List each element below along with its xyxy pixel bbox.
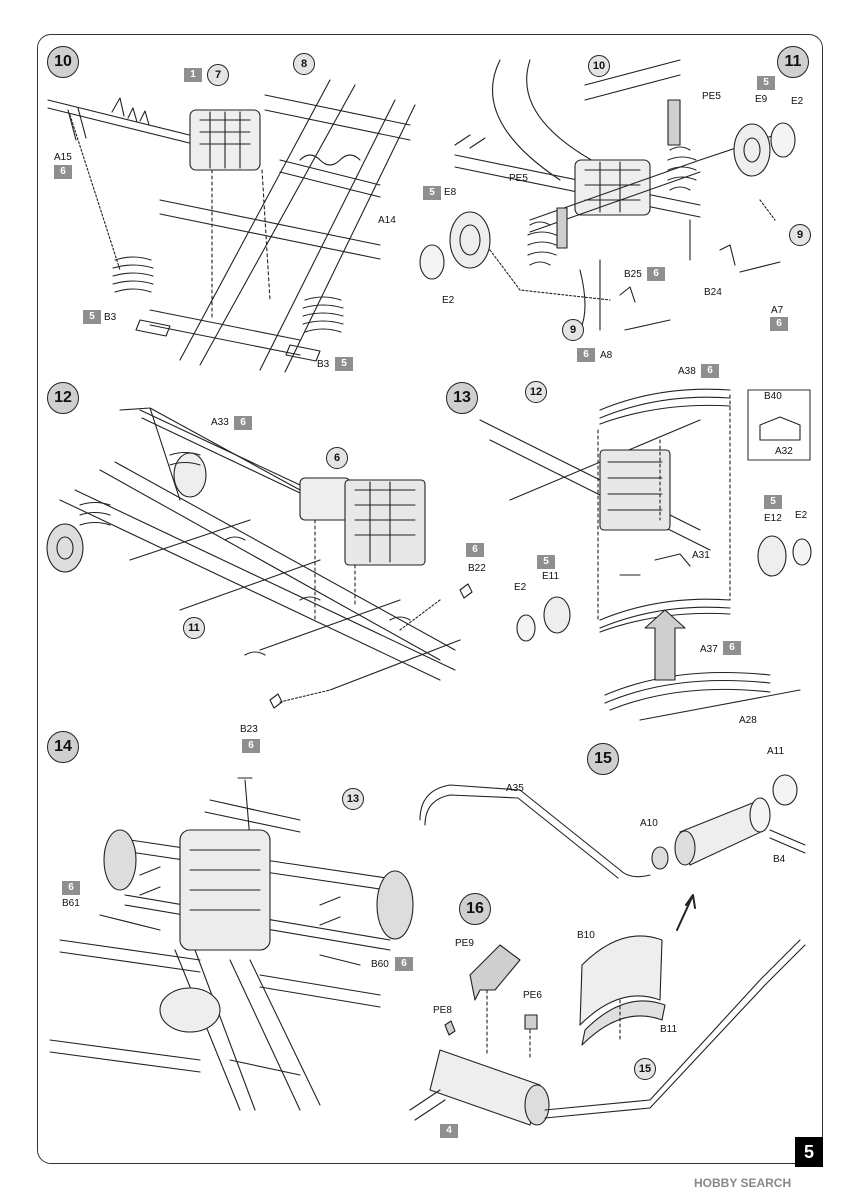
s12-tag-6c: 6	[242, 739, 260, 753]
s11-part-b25: B25	[624, 269, 642, 280]
s11-ref-9a: 9	[789, 224, 811, 246]
s10-part-b3a: B3	[104, 312, 117, 323]
s13-part-e2a: E2	[795, 510, 808, 521]
s14-tag-6a: 6	[62, 881, 80, 895]
s11-part-pe5b: PE5	[509, 173, 528, 184]
s13-part-e11: E11	[542, 571, 560, 582]
s13-tag-6a: 6	[701, 364, 719, 378]
s11-part-e9: E9	[755, 94, 768, 105]
s15-part-a10: A10	[640, 818, 658, 829]
s11-ref-10: 10	[588, 55, 610, 77]
s15-part-a11: A11	[767, 746, 785, 757]
s10-part-a14: A14	[378, 215, 396, 226]
s13-part-e2b: E2	[514, 582, 527, 593]
s12-ref-11: 11	[183, 617, 205, 639]
s13-tag-6b: 6	[723, 641, 741, 655]
s10-tag-5a: 5	[83, 310, 101, 324]
step-14-drawing	[49, 777, 414, 1111]
s16-part-pe6: PE6	[523, 990, 542, 1001]
s16-part-pe9: PE9	[455, 938, 474, 949]
s10-ref-7: 7	[207, 64, 229, 86]
step-11-number: 11	[777, 46, 809, 78]
s10-part-a15: A15	[54, 152, 72, 163]
watermark-logo: HOBBY SEARCH	[694, 1176, 792, 1190]
s16-part-b11: B11	[660, 1024, 678, 1035]
s13-part-a37: A37	[700, 644, 718, 655]
s12-tag-6a: 6	[234, 416, 252, 430]
s12-part-a33: A33	[211, 417, 229, 428]
s12-part-b23: B23	[240, 724, 258, 735]
s11-tag-5a: 5	[757, 76, 775, 90]
step-16-number: 16	[459, 893, 491, 925]
s10-tag-5b: 5	[335, 357, 353, 371]
s16-tag-4: 4	[440, 1124, 458, 1138]
s11-ref-9b: 9	[562, 319, 584, 341]
s14-part-b61: B61	[62, 898, 80, 909]
s14-part-b60: B60	[371, 959, 389, 970]
step-10-drawing	[47, 79, 416, 373]
s14-ref-13: 13	[342, 788, 364, 810]
s11-part-pe5a: PE5	[702, 91, 721, 102]
step-12-number: 12	[47, 382, 79, 414]
s13-part-a32: A32	[775, 446, 793, 457]
s11-tag-6b: 6	[770, 317, 788, 331]
step-16-drawing	[409, 935, 806, 1126]
step-12-drawing	[46, 407, 473, 709]
s13-tag-5a: 5	[764, 495, 782, 509]
s13-tag-5b: 5	[537, 555, 555, 569]
s11-part-a8: A8	[600, 350, 613, 361]
s11-tag-6c: 6	[577, 348, 595, 362]
s13-part-a31: A31	[692, 550, 710, 561]
s12-part-b22: B22	[468, 563, 486, 574]
step-10-number: 10	[47, 46, 79, 78]
s13-part-a38: A38	[678, 366, 696, 377]
s15-part-b4: B4	[773, 854, 786, 865]
s12-ref-6: 6	[326, 447, 348, 469]
s11-tag-5b: 5	[423, 186, 441, 200]
s14-tag-6b: 6	[395, 957, 413, 971]
s13-part-b40: B40	[764, 391, 782, 402]
s10-ref-8: 8	[293, 53, 315, 75]
step-15-number: 15	[587, 743, 619, 775]
step-14-number: 14	[47, 731, 79, 763]
s12-tag-6b: 6	[466, 543, 484, 557]
s10-tag-1: 1	[184, 68, 202, 82]
step-13-number: 13	[446, 382, 478, 414]
s11-part-e2a: E2	[791, 96, 804, 107]
s10-part-b3b: B3	[317, 359, 330, 370]
s11-tag-6a: 6	[647, 267, 665, 281]
s15-part-a35: A35	[506, 783, 524, 794]
s16-ref-15: 15	[634, 1058, 656, 1080]
step-11-drawing	[419, 59, 796, 331]
s13-part-e12: E12	[764, 513, 782, 524]
s11-part-b24: B24	[704, 287, 722, 298]
s13-ref-12: 12	[525, 381, 547, 403]
page-number: 5	[795, 1137, 823, 1167]
s11-part-a7: A7	[771, 305, 784, 316]
s11-part-e2b: E2	[442, 295, 455, 306]
step-15-drawing	[419, 774, 806, 931]
s11-part-e8: E8	[444, 187, 457, 198]
s16-part-b10: B10	[577, 930, 595, 941]
s13-part-a28: A28	[739, 715, 757, 726]
s10-tag-6: 6	[54, 165, 72, 179]
step-13-drawing	[479, 388, 812, 721]
s16-part-pe8: PE8	[433, 1005, 452, 1016]
